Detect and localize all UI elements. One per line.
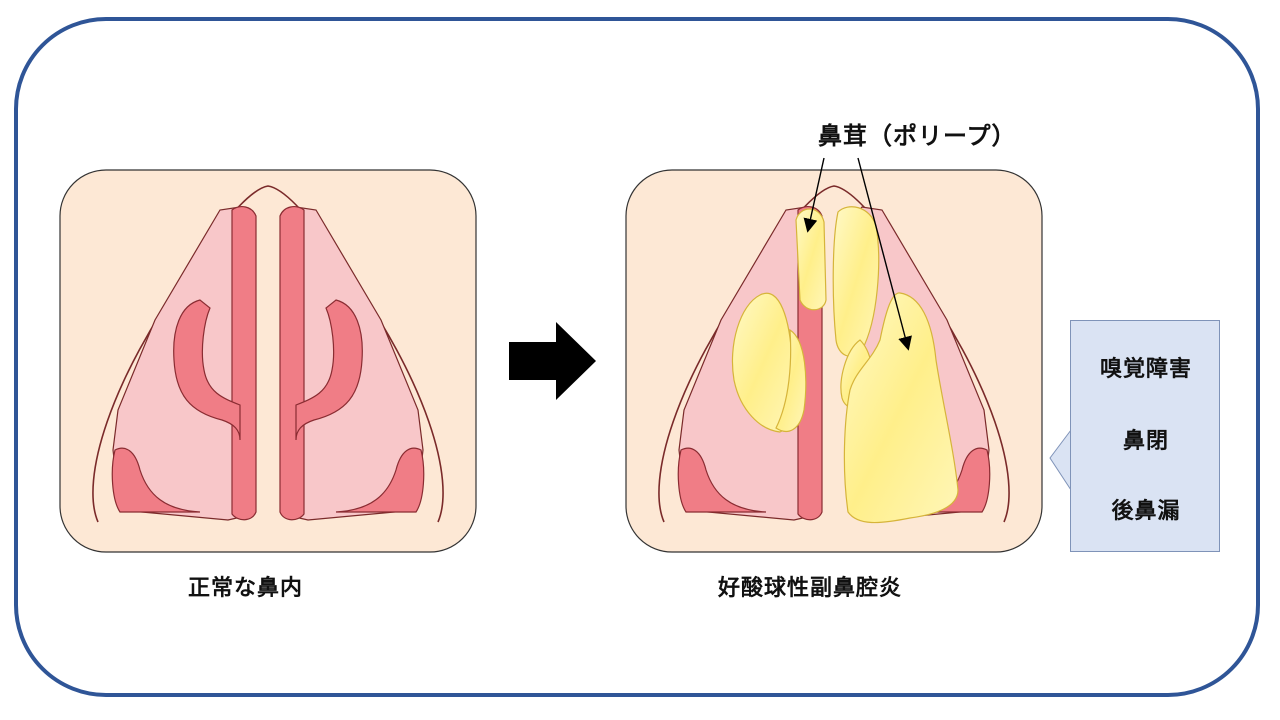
disease-nose-panel <box>625 157 1043 553</box>
symptom-postnasal-drip: 後鼻漏 <box>1111 499 1181 524</box>
polyp-left-1 <box>731 292 795 433</box>
normal-nose-panel <box>59 169 477 553</box>
polyp-pointer-2 <box>857 157 912 351</box>
disease-label: 好酸球性副鼻腔炎 <box>718 576 903 601</box>
polyp-pointer-1 <box>803 157 825 233</box>
septum-right <box>279 206 305 521</box>
nose-outline <box>92 185 444 523</box>
right-floor <box>335 447 425 513</box>
right-turbinate <box>295 299 363 441</box>
symptom-anosmia: 嗅覚障害 <box>1099 357 1192 382</box>
polyp-large-right <box>843 292 959 524</box>
left-floor <box>111 447 201 513</box>
callout-tail <box>1049 429 1072 491</box>
symptom-callout: 嗅覚障害 鼻閉 後鼻漏 <box>1070 320 1220 552</box>
polyp-label: 鼻茸（ポリープ） <box>818 122 1017 150</box>
outer-frame <box>14 17 1260 697</box>
normal-label: 正常な鼻内 <box>188 576 304 601</box>
symptom-nasal-obstruction: 鼻閉 <box>1122 429 1169 454</box>
polyp-left-2 <box>775 328 807 432</box>
septum-left <box>231 206 257 521</box>
left-turbinate <box>173 299 241 441</box>
transition-arrow <box>509 322 596 400</box>
polyp-upper-left <box>795 208 827 311</box>
